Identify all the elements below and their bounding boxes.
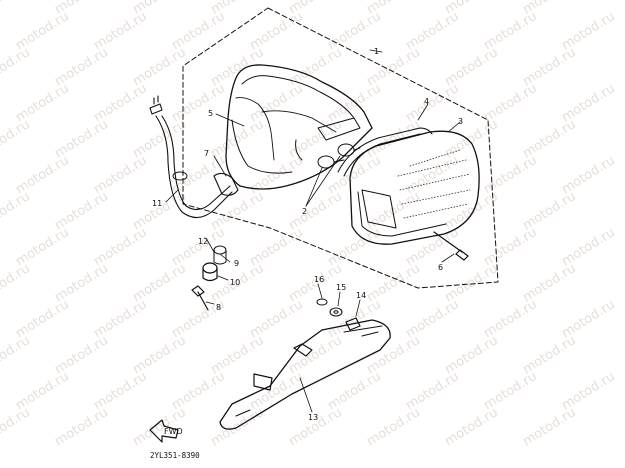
- watermark-text: motod.ru: [520, 405, 579, 449]
- callout-8: 8: [216, 303, 221, 312]
- callout-13: 13: [308, 413, 318, 422]
- callout-12: 12: [198, 237, 208, 246]
- watermark-text: motod.ru: [0, 117, 33, 161]
- license-plate-bracket: [219, 319, 391, 430]
- watermark-text: motod.ru: [0, 261, 33, 305]
- watermark-text: motod.ru: [364, 405, 423, 449]
- watermark-text: motod.ru: [52, 405, 111, 449]
- watermark-text: motod.ru: [0, 405, 33, 449]
- callout-15: 15: [336, 283, 346, 292]
- drawing-code: 2YL351-8390: [150, 451, 200, 460]
- callout-11: 11: [152, 199, 162, 208]
- leader-lines: [165, 49, 461, 413]
- wire-harness: [149, 95, 239, 219]
- lens-screw: [433, 231, 469, 261]
- callout-2: 2: [302, 207, 307, 216]
- fwd-arrow-icon: FWD: [149, 419, 183, 443]
- grommet: [213, 172, 239, 196]
- callout-3: 3: [458, 117, 463, 126]
- assembly-dashed-outline: [182, 7, 499, 289]
- watermark-text: motod.ru: [0, 333, 33, 377]
- watermark-layer: motod.ru motod.ru motod.ru motod.ru motod.ru…: [0, 0, 618, 449]
- tail-lens: [349, 130, 480, 245]
- lens-gasket: [337, 127, 433, 173]
- callout-4: 4: [424, 97, 429, 106]
- callout-5: 5: [208, 109, 213, 118]
- bulb-sockets: [295, 117, 361, 169]
- watermark-text: motod.ru: [0, 189, 33, 233]
- callout-10: 10: [230, 278, 240, 287]
- part-callouts: 1 5 4 3 7 2 6 11 12 9 10 8 16 15 14 13: [152, 47, 463, 422]
- callout-6: 6: [438, 263, 443, 272]
- callout-7: 7: [204, 149, 209, 158]
- fwd-label: FWD: [164, 427, 183, 436]
- watermark-text: motod.ru: [286, 405, 345, 449]
- plate-hardware: [316, 298, 361, 331]
- callout-16: 16: [314, 275, 324, 284]
- watermark-text: motod.ru: [0, 0, 33, 17]
- mounting-hardware: [191, 245, 227, 311]
- callout-9: 9: [234, 259, 239, 268]
- callout-14: 14: [356, 291, 366, 300]
- watermark-text: motod.ru: [0, 45, 33, 89]
- watermark-text: motod.ru: [442, 405, 501, 449]
- callout-1: 1: [374, 47, 379, 56]
